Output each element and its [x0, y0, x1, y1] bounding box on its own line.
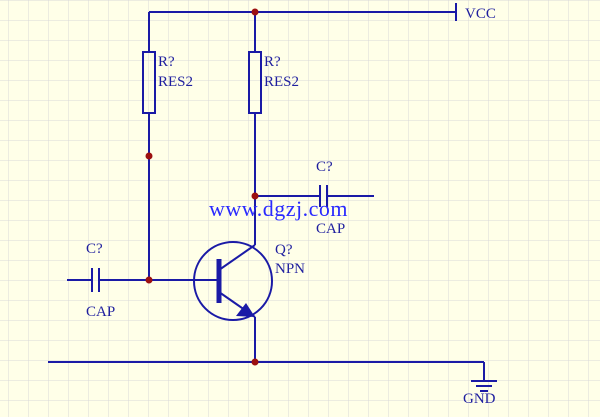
capacitor-input: C? CAP	[86, 241, 115, 320]
junctions	[145, 8, 259, 366]
resistor-left-body	[142, 51, 156, 114]
vcc-label: VCC	[465, 6, 496, 22]
resistor-right-body	[248, 51, 262, 114]
capacitor-input-type: CAP	[86, 304, 115, 320]
resistor-left: R? RES2	[142, 51, 193, 114]
capacitor-output-designator: C?	[316, 159, 333, 175]
transistor-emitter-arrow-icon	[236, 303, 255, 317]
transistor-designator: Q?	[275, 242, 293, 258]
gnd-label: GND	[463, 391, 496, 407]
junction-dot	[145, 276, 153, 284]
watermark-text: www.dgzj.com	[209, 196, 348, 221]
resistor-left-designator: R?	[158, 54, 175, 70]
junction-dot	[251, 358, 259, 366]
junction-dot	[251, 192, 259, 200]
junction-dot	[251, 8, 259, 16]
capacitor-output-type: CAP	[316, 221, 345, 237]
resistor-right-designator: R?	[264, 54, 281, 70]
resistor-right: R? RES2	[248, 51, 299, 114]
transistor-body	[193, 241, 273, 321]
capacitor-output: C? CAP	[316, 159, 345, 237]
junction-dot	[145, 152, 153, 160]
transistor-collector-lead	[218, 244, 256, 271]
resistor-right-type: RES2	[264, 74, 299, 90]
gnd-symbol: GND	[463, 380, 497, 407]
vcc-symbol: VCC	[455, 3, 496, 22]
capacitor-input-designator: C?	[86, 241, 103, 257]
transistor-type: NPN	[275, 261, 305, 277]
wires	[48, 11, 485, 380]
resistor-left-type: RES2	[158, 74, 193, 90]
transistor-npn: Q? NPN	[193, 241, 305, 321]
